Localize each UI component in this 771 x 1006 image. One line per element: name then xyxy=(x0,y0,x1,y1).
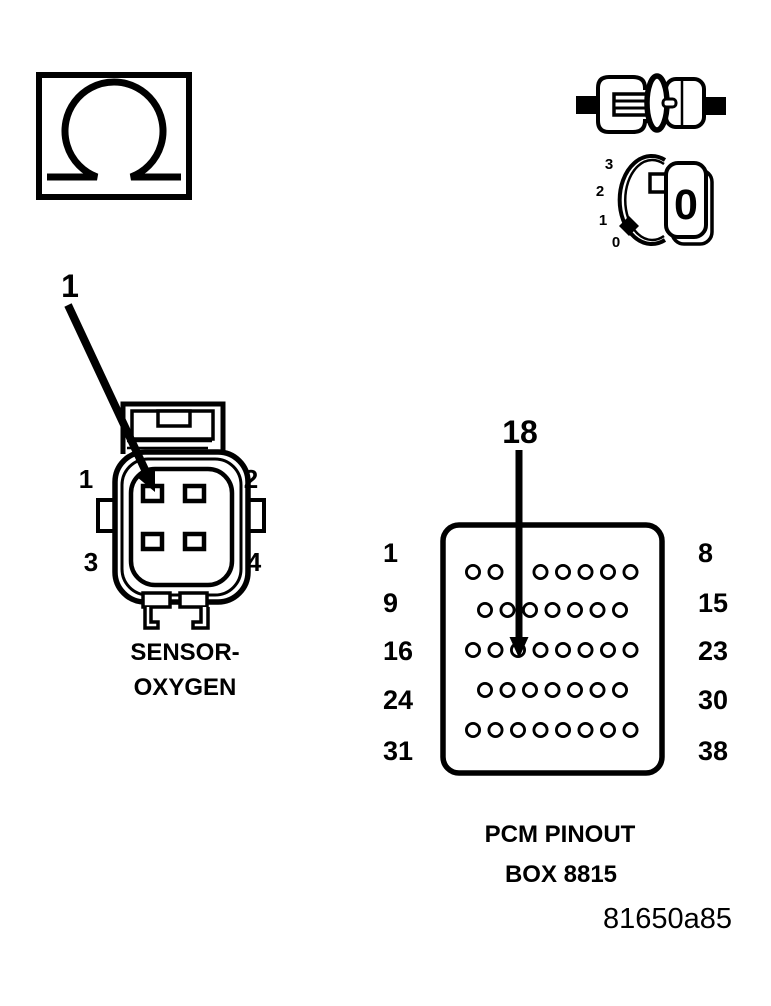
dial-key-position: 0 xyxy=(674,181,698,229)
pcm-pin xyxy=(522,682,539,699)
pcm-pin xyxy=(464,564,481,581)
connector-body-outer xyxy=(112,449,251,605)
omega-symbol xyxy=(47,78,181,181)
pcm-pin xyxy=(476,682,493,699)
pcm-pin xyxy=(487,564,504,581)
sensor-caption-line2: OXYGEN xyxy=(134,674,237,701)
right-wire-stub xyxy=(700,97,726,115)
dial-position-3: 3 xyxy=(605,156,613,173)
left-wire-stub xyxy=(576,96,602,114)
dial-pointer-diamond xyxy=(619,216,639,236)
pcm-row-label-left-1: 1 xyxy=(383,538,398,568)
callout-1-arrowhead xyxy=(137,468,155,492)
sensor-pin-label-1: 1 xyxy=(79,464,93,494)
pcm-pin xyxy=(622,722,639,739)
pcm-pin xyxy=(532,722,549,739)
disconnect-connector-icon xyxy=(576,73,726,134)
pcm-pin xyxy=(544,602,561,619)
pcm-pin xyxy=(476,602,493,619)
sensor-pin-label-2: 2 xyxy=(244,464,258,494)
pcm-row-label-right-8: 8 xyxy=(698,538,713,568)
callout-1-arrow-line xyxy=(64,303,151,476)
oxygen-sensor-connector: 1 2 3 4 SENSOR- OXYGEN xyxy=(79,401,266,701)
pcm-row-label-left-31: 31 xyxy=(383,736,413,766)
pcm-pin xyxy=(612,602,629,619)
lock-latch xyxy=(156,409,192,428)
callout-18: 18 xyxy=(502,414,538,658)
dial-position-2: 2 xyxy=(596,183,604,200)
pcm-pin xyxy=(612,682,629,699)
mount-bar-right xyxy=(178,591,209,609)
ohmmeter-box xyxy=(36,72,192,200)
pin-4 xyxy=(182,531,207,552)
rotary-dial-icon: 0 3 2 1 0 xyxy=(596,154,714,251)
sensor-caption-line1: SENSOR- xyxy=(130,639,239,666)
pcm-pin xyxy=(622,642,639,659)
callout-18-arrowhead xyxy=(509,637,529,658)
pcm-pin xyxy=(567,682,584,699)
dial-position-0: 0 xyxy=(612,234,620,251)
pcm-pin xyxy=(487,642,504,659)
pcm-pin xyxy=(555,722,572,739)
pcm-pin xyxy=(600,722,617,739)
connector-cavity xyxy=(128,466,235,588)
ohmmeter-icon xyxy=(36,72,192,200)
mount-hook-right xyxy=(191,607,210,630)
pcm-pin xyxy=(464,722,481,739)
callout-18-label: 18 xyxy=(502,414,538,450)
callout-1: 1 xyxy=(61,268,155,492)
pcm-pin xyxy=(544,682,561,699)
pcm-pin xyxy=(487,722,504,739)
pcm-pin xyxy=(464,642,481,659)
pcm-pin xyxy=(589,682,606,699)
sensor-pin-label-3: 3 xyxy=(84,547,98,577)
pcm-caption-line2: BOX 8815 xyxy=(505,861,617,888)
pcm-box-outline xyxy=(440,522,665,776)
pcm-pin-grid xyxy=(464,564,639,739)
callout-1-label: 1 xyxy=(61,268,79,304)
pcm-row-label-right-30: 30 xyxy=(698,685,728,715)
dial-position-1: 1 xyxy=(599,212,607,229)
mount-hook-left xyxy=(143,607,160,630)
mount-bar-left xyxy=(141,591,172,609)
pcm-pin xyxy=(567,602,584,619)
pcm-pin xyxy=(577,642,594,659)
pin-3 xyxy=(140,531,165,552)
pcm-row-label-right-23: 23 xyxy=(698,636,728,666)
pcm-row-label-right-38: 38 xyxy=(698,736,728,766)
pcm-caption-line1: PCM PINOUT xyxy=(485,821,636,848)
sensor-pin-label-4: 4 xyxy=(247,547,262,577)
pcm-row-label-left-16: 16 xyxy=(383,636,413,666)
pcm-pin xyxy=(522,602,539,619)
pcm-pin xyxy=(600,642,617,659)
pcm-row-label-left-9: 9 xyxy=(383,588,398,618)
pcm-pin xyxy=(600,564,617,581)
dial-disc-rim xyxy=(624,158,665,242)
pcm-pin xyxy=(555,642,572,659)
pcm-pinout-box: 1 9 16 24 31 8 15 23 30 38 PCM PINOUT BO… xyxy=(383,522,728,888)
pcm-pin xyxy=(589,602,606,619)
pin-2 xyxy=(182,483,207,504)
pcm-pin xyxy=(532,564,549,581)
pcm-pin xyxy=(509,722,526,739)
key-body-front xyxy=(664,161,708,239)
pcm-pin xyxy=(577,564,594,581)
pcm-pin xyxy=(499,682,516,699)
pcm-row-label-left-24: 24 xyxy=(383,685,413,715)
figure-id: 81650a85 xyxy=(603,903,732,935)
pcm-row-label-right-15: 15 xyxy=(698,588,728,618)
pcm-pin xyxy=(577,722,594,739)
pcm-pin xyxy=(622,564,639,581)
pcm-pin xyxy=(555,564,572,581)
receptacle-slot xyxy=(661,97,678,109)
pcm-pin xyxy=(532,642,549,659)
pcm-pin xyxy=(499,602,516,619)
